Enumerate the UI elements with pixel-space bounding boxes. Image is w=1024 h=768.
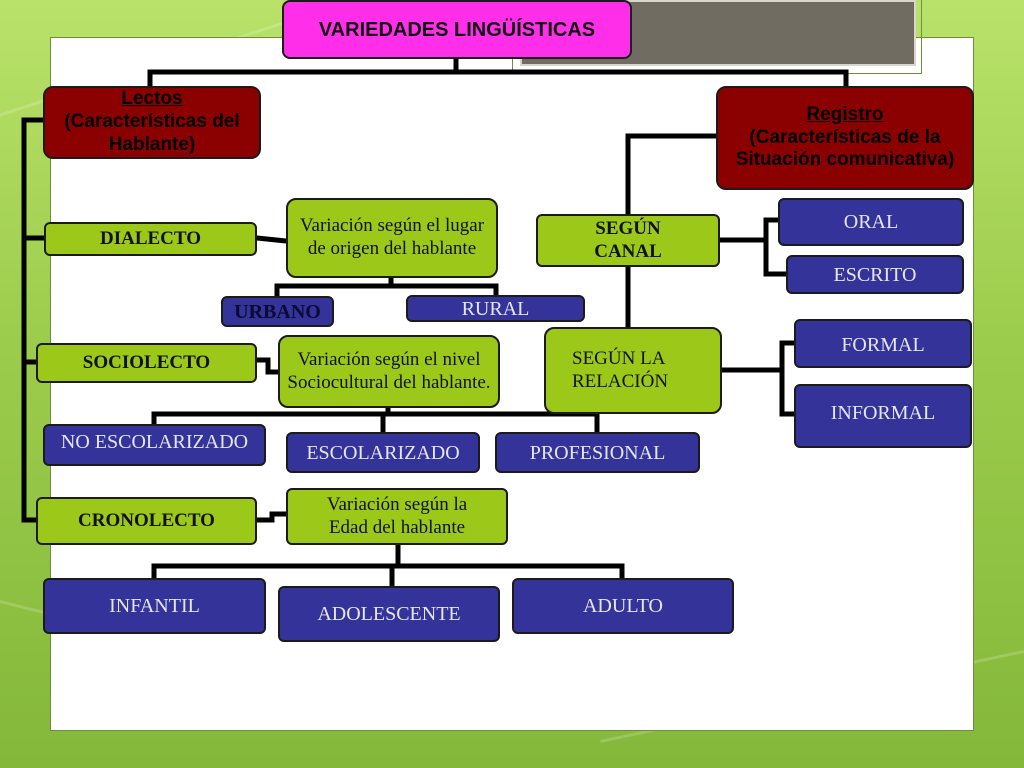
sociolecto-description: Variación según el nivel Sociocultural d… [278,335,500,408]
escolarizado-box: ESCOLARIZADO [286,432,480,473]
registro-description: (Características de la Situación comunic… [735,126,955,171]
cronolecto-box: CRONOLECTO [36,497,257,545]
urbano-box: URBANO [221,296,334,327]
registro-heading: Registro [806,103,884,125]
formal-box: FORMAL [794,319,972,368]
adulto-box: ADULTO [512,578,734,634]
segun-relacion-box: SEGÚN LA RELACIÓN [544,327,722,414]
registro-box: Registro (Características de la Situació… [716,86,974,190]
profesional-box: PROFESIONAL [495,432,700,473]
escrito-box: ESCRITO [786,255,964,294]
no-escolarizado-box: NO ESCOLARIZADO [43,424,266,466]
oral-box: ORAL [778,198,964,246]
lectos-box: Lectos (Características del Hablante) [43,86,261,159]
adolescente-box: ADOLESCENTE [278,586,500,642]
sociolecto-box: SOCIOLECTO [36,343,257,383]
lectos-heading: Lectos [121,88,183,110]
infantil-box: INFANTIL [43,578,266,634]
dialecto-box: DIALECTO [44,222,257,256]
dialecto-description: Variación según el lugar de origen del h… [286,198,498,278]
diagram-title: VARIEDADES LINGÜÍSTICAS [282,0,632,59]
informal-box: INFORMAL [794,384,972,448]
rural-box: RURAL [406,295,585,322]
lectos-description: (Características del Hablante) [64,111,240,155]
segun-canal-box: SEGÚN CANAL [536,214,720,267]
cronolecto-description: Variación según la Edad del hablante [286,488,508,545]
